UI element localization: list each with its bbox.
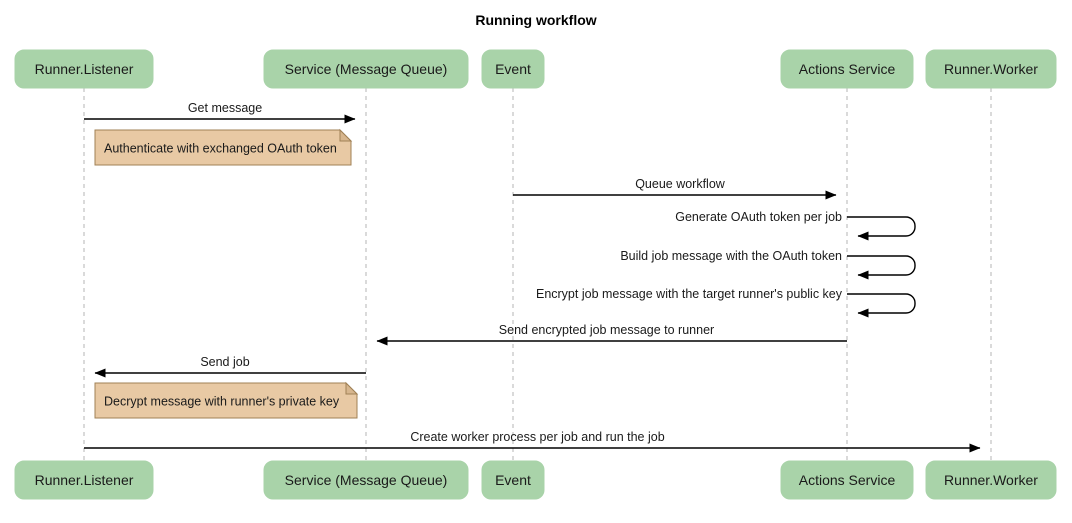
participant-box[interactable] — [263, 49, 469, 89]
participant-box[interactable] — [780, 460, 914, 500]
note-authenticate-with-exchanged-oauth-token: Authenticate with exchanged OAuth token — [94, 128, 353, 166]
message-label: Generate OAuth token per job — [675, 210, 842, 224]
page-title: Running workflow — [475, 12, 596, 28]
message-label: Queue workflow — [635, 177, 726, 191]
message-queue-workflow[interactable]: Queue workflow — [513, 177, 837, 200]
message-label: Send encrypted job message to runner — [499, 323, 714, 337]
note-body — [94, 382, 358, 419]
participant-label: Event — [495, 61, 531, 77]
participant-runner-listener-bottom[interactable]: Runner.Listener — [14, 460, 154, 500]
participant-service-message-queue-top[interactable]: Service (Message Queue) — [263, 49, 469, 89]
message-encrypt-job-message-with-the-target-runners-public-key[interactable]: Encrypt job message with the target runn… — [536, 287, 916, 318]
message-create-worker-process-per-job-and-run-the-job[interactable]: Create worker process per job and run th… — [84, 430, 981, 453]
participant-label: Actions Service — [799, 61, 896, 77]
message-get-message[interactable]: Get message — [84, 101, 356, 124]
participant-box[interactable] — [780, 49, 914, 89]
participant-label: Actions Service — [799, 472, 896, 488]
notes-group: Authenticate with exchanged OAuth tokenD… — [94, 128, 359, 419]
participants-footer-group: Runner.Listener Service (Message Queue) Ev… — [14, 460, 1057, 500]
participant-label: Service (Message Queue) — [285, 61, 448, 77]
message-label: Build job message with the OAuth token — [620, 249, 842, 263]
message-label: Get message — [188, 101, 262, 115]
participant-box[interactable] — [925, 49, 1057, 89]
participant-box[interactable] — [481, 460, 545, 500]
participants-header-group: Runner.Listener Service (Message Queue) Ev… — [14, 49, 1057, 89]
message-self-loop-path — [847, 255, 916, 280]
note-label: Authenticate with exchanged OAuth token — [104, 142, 337, 156]
note-body — [94, 129, 352, 166]
participant-label: Runner.Listener — [35, 472, 134, 488]
participant-box[interactable] — [925, 460, 1057, 500]
participant-label: Runner.Listener — [35, 61, 134, 77]
note-fold-corner-icon — [345, 381, 359, 395]
participant-label: Service (Message Queue) — [285, 472, 448, 488]
participant-runner-listener-top[interactable]: Runner.Listener — [14, 49, 154, 89]
message-label: Send job — [200, 355, 249, 369]
participant-service-message-queue-bottom[interactable]: Service (Message Queue) — [263, 460, 469, 500]
participant-runner-worker-top[interactable]: Runner.Worker — [925, 49, 1057, 89]
note-label: Decrypt message with runner's private ke… — [104, 395, 340, 409]
participant-runner-worker-bottom[interactable]: Runner.Worker — [925, 460, 1057, 500]
participant-label: Event — [495, 472, 531, 488]
participant-event-bottom[interactable]: Event — [481, 460, 545, 500]
message-self-loop-path — [847, 293, 916, 318]
participant-actions-service-bottom[interactable]: Actions Service — [780, 460, 914, 500]
message-self-loop-path — [847, 216, 916, 241]
note-decrypt-message-with-runners-private-key: Decrypt message with runner's private ke… — [94, 381, 359, 419]
participant-box[interactable] — [481, 49, 545, 89]
message-build-job-message-with-the-oauth-token[interactable]: Build job message with the OAuth token — [620, 249, 916, 280]
message-send-job[interactable]: Send job — [94, 355, 366, 378]
participant-box[interactable] — [14, 460, 154, 500]
participant-box[interactable] — [263, 460, 469, 500]
message-label: Encrypt job message with the target runn… — [536, 287, 843, 301]
message-generate-oauth-token-per-job[interactable]: Generate OAuth token per job — [675, 210, 916, 241]
message-send-encrypted-job-message-to-runner[interactable]: Send encrypted job message to runner — [376, 323, 847, 346]
participant-box[interactable] — [14, 49, 154, 89]
participant-actions-service-top[interactable]: Actions Service — [780, 49, 914, 89]
participant-label: Runner.Worker — [944, 472, 1038, 488]
note-fold-corner-icon — [339, 128, 353, 142]
lifelines-group — [83, 88, 992, 461]
participant-label: Runner.Worker — [944, 61, 1038, 77]
participant-event-top[interactable]: Event — [481, 49, 545, 89]
message-label: Create worker process per job and run th… — [410, 430, 664, 444]
